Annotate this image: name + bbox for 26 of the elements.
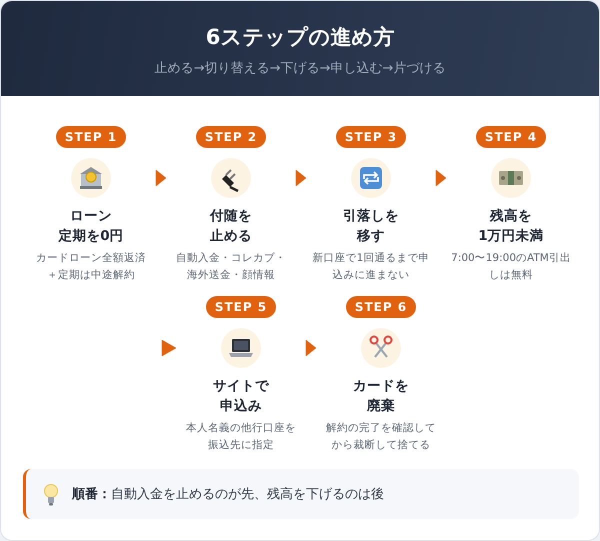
step-badge: STEP 4 [476, 126, 546, 148]
arrow [436, 170, 446, 186]
step-badge: STEP 5 [206, 296, 276, 318]
step-description: 新口座で1回通るまで申込みに進まない [312, 251, 430, 283]
step-title: カードを廃棄 [352, 377, 410, 416]
arrow [296, 170, 306, 186]
arrow [306, 340, 316, 356]
step-badge: STEP 3 [336, 126, 406, 148]
step-badge: STEP 6 [346, 296, 416, 318]
step-description: 自動入金・コレカブ・海外送金・顔情報 [175, 251, 287, 283]
step-description: 7:00〜19:00のATM引出しは無料 [450, 251, 572, 283]
step-title: ローン定期を0円 [57, 207, 125, 246]
step-title: サイトで申込み [212, 377, 270, 416]
step-title: 残高を1万円未満 [477, 207, 545, 246]
step-badge: STEP 1 [56, 126, 126, 148]
note-text: 順番：自動入金を止めるのが先、残高を下げるのは後 [72, 486, 384, 503]
step-description: カードローン全額返済＋定期は中途解約 [35, 251, 147, 283]
step-title: 付随を止める [208, 207, 253, 246]
arrow [162, 340, 176, 356]
step-description: 解約の完了を確認してから裁断して捨てる [325, 421, 437, 453]
step-badge: STEP 2 [196, 126, 266, 148]
subtitle: 止める→切り替える→下げる→申し込む→片づける [154, 60, 446, 77]
step-title: 引落しを移す [342, 207, 400, 246]
arrow [156, 170, 166, 186]
title: 6ステップの進め方 [204, 24, 396, 51]
step-description: 本人名義の他行口座を振込先に指定 [185, 421, 297, 453]
